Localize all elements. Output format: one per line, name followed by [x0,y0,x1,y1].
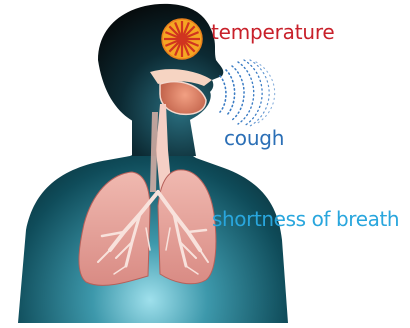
cough-label: cough [224,128,284,148]
temperature-label: temperature [211,22,335,42]
fever-sun-icon [162,19,202,59]
shortness-of-breath-label: shortness of breath [212,209,399,229]
cough-wave-icon [220,60,275,126]
